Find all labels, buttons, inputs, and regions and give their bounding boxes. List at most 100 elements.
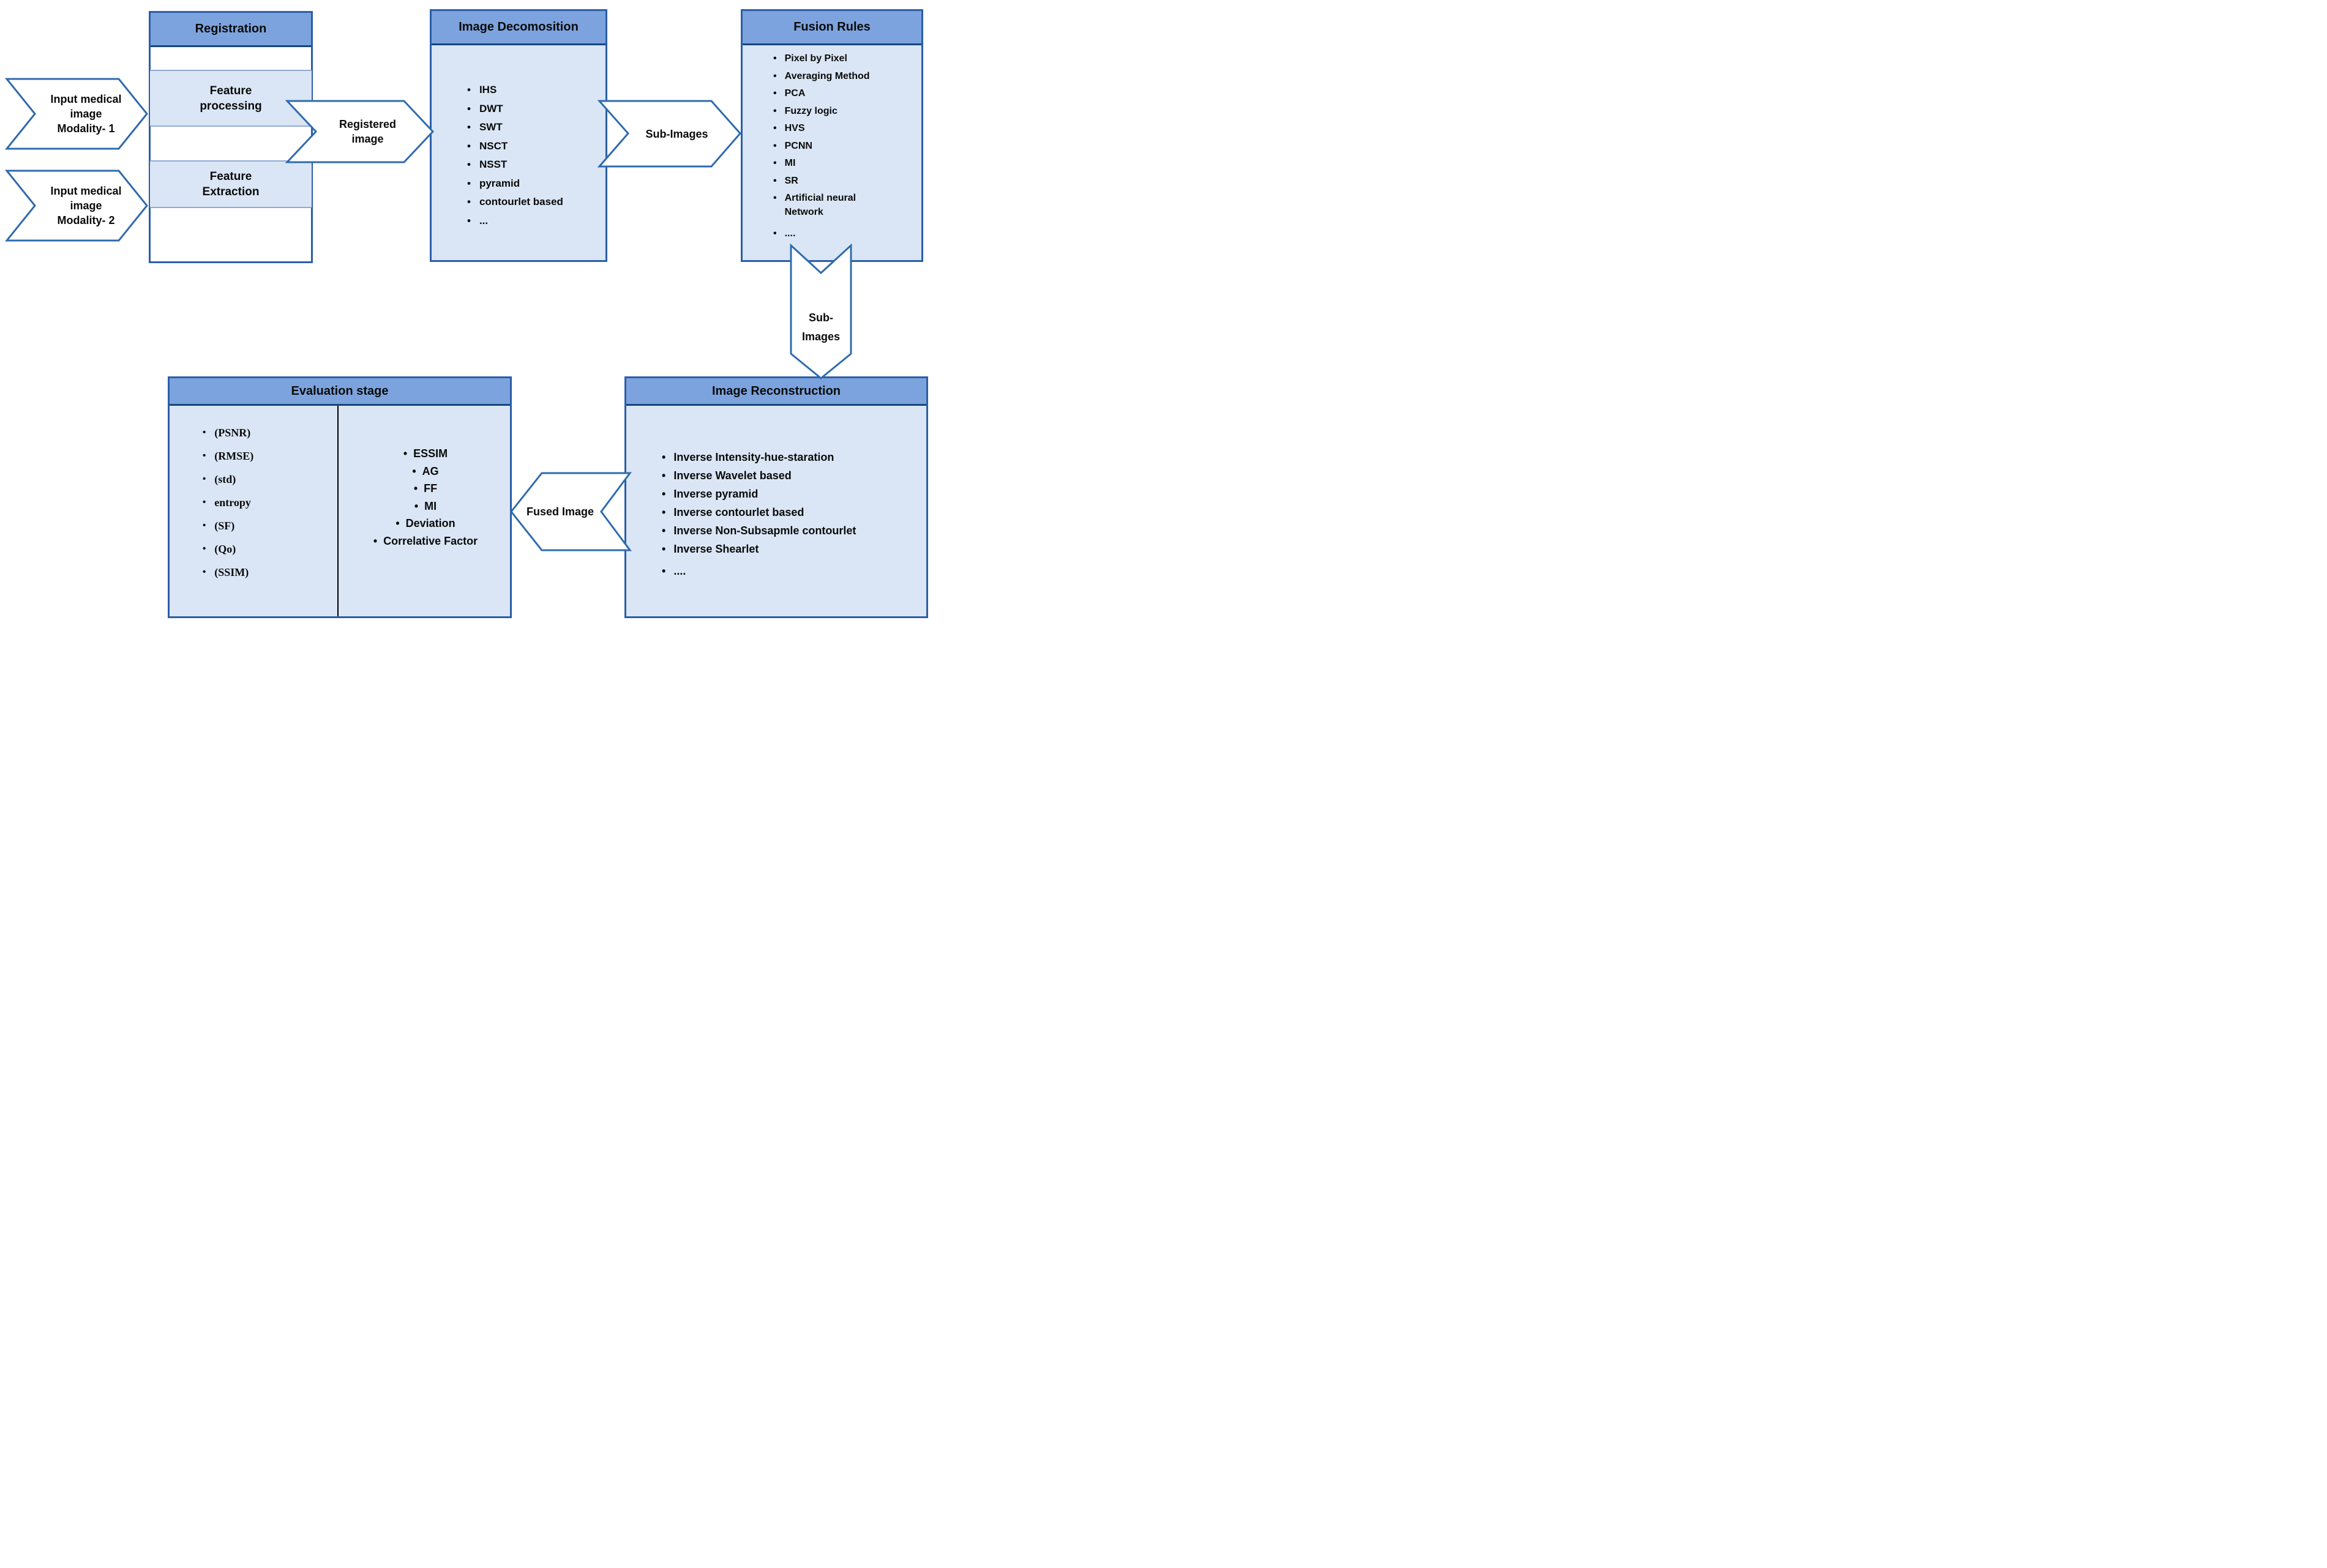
- sub-images-down-label: Sub- Images: [801, 312, 841, 343]
- list-item: (std): [170, 472, 337, 495]
- list-item: contourlet based: [432, 195, 605, 214]
- list-item: Pixel by Pixel: [743, 51, 921, 69]
- list-item: SR: [743, 174, 921, 192]
- list-item: PCNN: [743, 139, 921, 157]
- reconstruction-method-list: Inverse Intensity-hue-staration Inverse …: [626, 406, 926, 582]
- fused-image-label: Fused Image: [526, 506, 594, 518]
- registration-box: Registration Feature processing Feature …: [149, 11, 313, 263]
- chevron-right-icon: [285, 100, 435, 163]
- list-item: Inverse Shearlet: [626, 542, 926, 560]
- list-item: Fuzzy logic: [743, 104, 921, 122]
- chevron-down-icon: [790, 244, 852, 379]
- list-item: NSCT: [432, 140, 605, 159]
- list-item: Inverse Intensity-hue-staration: [626, 450, 926, 468]
- image-reconstruction-box: Image Reconstruction Inverse Intensity-h…: [624, 376, 928, 618]
- input-modality-1-label: Input medical image Modality- 1: [50, 93, 122, 135]
- input-modality-2-arrow: Input medical image Modality- 2: [5, 169, 150, 242]
- feature-extraction-label: Feature Extraction: [202, 170, 260, 198]
- list-item: ...: [432, 214, 605, 233]
- bullet-icon: [203, 565, 206, 580]
- list-item: HVS: [743, 121, 921, 139]
- list-item: (SSIM): [170, 565, 337, 588]
- list-item: ....: [743, 226, 921, 244]
- bullet-icon: [662, 468, 665, 483]
- list-item: pyramid: [432, 177, 605, 196]
- list-item: AG: [340, 464, 511, 482]
- list-item: Deviation: [340, 516, 511, 534]
- bullet-icon: [662, 487, 665, 501]
- bullet-icon: [662, 542, 665, 556]
- bullet-icon: [773, 104, 777, 118]
- diagram-canvas: Registration Feature processing Feature …: [0, 0, 931, 627]
- fused-image-arrow: Fused Image: [509, 471, 632, 552]
- list-item: MI: [340, 499, 511, 517]
- list-item: IHS: [432, 83, 605, 102]
- fusion-rules-list: Pixel by Pixel Averaging Method PCA Fuzz…: [743, 45, 921, 244]
- bullet-icon: [662, 505, 665, 520]
- bullet-icon: [662, 564, 665, 578]
- decomposition-method-list: IHS DWT SWT NSCT NSST pyramid contourlet…: [432, 45, 605, 233]
- fusion-rules-title: Fusion Rules: [743, 11, 921, 45]
- feature-processing-row: Feature processing: [150, 70, 312, 127]
- list-item: Inverse Wavelet based: [626, 468, 926, 487]
- bullet-icon: [373, 534, 377, 548]
- list-item: DWT: [432, 102, 605, 121]
- list-item: ....: [626, 564, 926, 582]
- sub-images-down-arrow: Sub- Images: [789, 244, 853, 381]
- bullet-icon: [467, 177, 471, 190]
- list-item: (PSNR): [170, 425, 337, 449]
- bullet-icon: [203, 449, 206, 463]
- bullet-icon: [662, 450, 665, 465]
- bullet-icon: [412, 464, 416, 479]
- feature-processing-label: Feature processing: [200, 84, 262, 113]
- sub-images-arrow: Sub-Images: [598, 99, 743, 168]
- chevron-left-icon: [510, 472, 632, 551]
- bullet-icon: [414, 499, 418, 513]
- input-modality-2-label: Input medical image Modality- 2: [50, 185, 122, 226]
- fusion-rules-box: Fusion Rules Pixel by Pixel Averaging Me…: [741, 9, 923, 262]
- list-item: (RMSE): [170, 449, 337, 472]
- bullet-icon: [203, 495, 206, 510]
- list-item: NSST: [432, 158, 605, 177]
- list-item: entropy: [170, 495, 337, 518]
- bullet-icon: [467, 121, 471, 134]
- bullet-icon: [773, 69, 777, 83]
- bullet-icon: [773, 51, 777, 65]
- bullet-icon: [467, 102, 471, 116]
- list-item: Inverse pyramid: [626, 487, 926, 505]
- list-item: Artificial neural Network: [743, 191, 921, 219]
- list-item: Averaging Method: [743, 69, 921, 87]
- list-item: Inverse Non-Subsapmle contourlet: [626, 523, 926, 542]
- list-item: (SF): [170, 518, 337, 542]
- column-divider: [337, 406, 339, 616]
- bullet-icon: [467, 158, 471, 171]
- bullet-icon: [773, 226, 777, 241]
- bullet-icon: [773, 156, 777, 170]
- registered-image-label: Registered image: [339, 118, 397, 145]
- bullet-icon: [773, 86, 777, 100]
- registered-image-arrow: Registered image: [285, 99, 435, 164]
- input-modality-1-arrow: Input medical image Modality- 1: [5, 77, 150, 151]
- list-item: Inverse contourlet based: [626, 505, 926, 523]
- list-item: FF: [340, 481, 511, 499]
- bullet-icon: [203, 542, 206, 556]
- bullet-icon: [662, 523, 665, 538]
- list-item: SWT: [432, 121, 605, 140]
- chevron-right-icon: [598, 100, 741, 168]
- bullet-icon: [467, 214, 471, 228]
- bullet-icon: [467, 195, 471, 209]
- evaluation-metrics-right-list: ESSIM AG FF MI Deviation Correlative Fac…: [340, 406, 511, 551]
- bullet-icon: [203, 472, 206, 487]
- chevron-right-icon: [5, 170, 148, 242]
- list-item: Correlative Factor: [340, 534, 511, 551]
- chevron-right-icon: [5, 78, 148, 150]
- feature-extraction-row: Feature Extraction: [150, 160, 312, 208]
- bullet-icon: [203, 425, 206, 440]
- image-decomposition-box: Image Decomosition IHS DWT SWT NSCT NSST…: [430, 9, 607, 262]
- bullet-icon: [773, 174, 777, 188]
- image-decomposition-title: Image Decomosition: [432, 11, 605, 45]
- registration-title: Registration: [151, 13, 311, 47]
- bullet-icon: [203, 518, 206, 533]
- list-item: MI: [743, 156, 921, 174]
- sub-images-label: Sub-Images: [645, 127, 708, 140]
